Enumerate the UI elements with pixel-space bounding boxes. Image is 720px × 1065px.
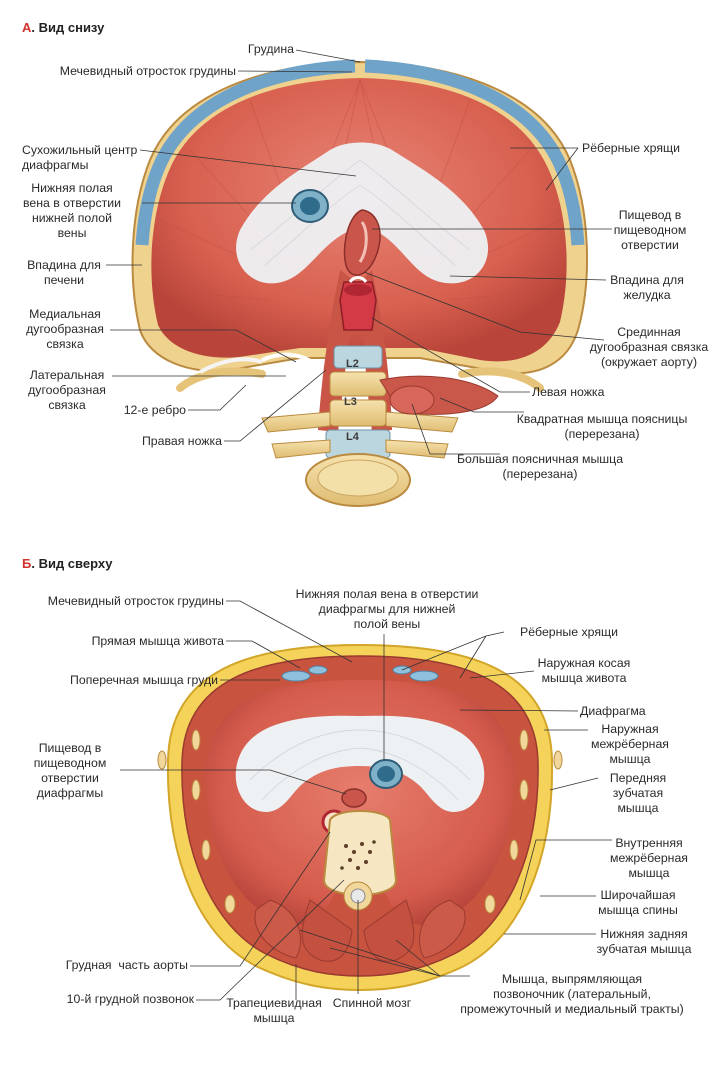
- label-serratus-post-inf: Нижняя задняя зубчатая мышца: [596, 927, 692, 956]
- label-stomach-fossa: Впадина для желудка: [610, 273, 684, 302]
- panel-a-figure: [131, 59, 589, 507]
- label-xiphoid-a: Мечевидный отросток грудины: [59, 64, 236, 78]
- label-transversus-thoracis: Поперечная мышца груди: [70, 673, 218, 687]
- label-vertebra-t10: 10-й грудной позвонок: [66, 992, 194, 1006]
- panel-b-title-text: . Вид сверху: [31, 556, 113, 571]
- label-erector: Мышца, выпрямляющая позвоночник (латерал…: [460, 972, 684, 1016]
- label-quadratus: Квадратная мышца поясницы (перерезана): [516, 412, 688, 441]
- label-right-crus: Правая ножка: [141, 434, 222, 448]
- label-esophagus-b: Пищевод в пищеводном отверстии диафрагмы: [33, 741, 107, 800]
- vertebra-label-l4: L4: [346, 431, 360, 443]
- label-costal-cartilages-b: Рёберные хрящи: [520, 625, 619, 639]
- label-ext-oblique: Наружная косая мышца живота: [537, 656, 631, 685]
- label-rectus: Прямая мышца живота: [91, 634, 224, 648]
- leader-lines: [106, 49, 612, 1001]
- panel-a-title-text: . Вид снизу: [31, 20, 105, 35]
- label-esophagus-a: Пищевод в пищеводном отверстии: [613, 208, 687, 252]
- panel-b-letter: Б: [22, 556, 32, 571]
- label-trapezius: Трапециевидная мышца: [226, 996, 322, 1025]
- label-psoas: Большая поясничная мышца (перерезана): [456, 452, 624, 481]
- label-thoracic-aorta: Грудная часть аорты: [65, 958, 188, 972]
- label-left-crus: Левая ножка: [532, 385, 605, 399]
- label-int-intercostal: Внутренняя межрёберная мышца: [610, 836, 688, 880]
- label-rib12: 12-е ребро: [123, 403, 186, 417]
- panel-b-figure: [157, 643, 563, 992]
- label-lateral-arcuate: Латеральная дугообразная связка: [28, 368, 106, 412]
- panel-a-title: А. Вид снизу: [22, 20, 104, 35]
- label-liver-fossa: Впадина для печени: [27, 258, 101, 287]
- vertebra-label-l3: L3: [344, 396, 357, 408]
- label-latissimus: Широчайшая мышца спины: [598, 888, 678, 917]
- vertebra-label-l2: L2: [346, 358, 359, 370]
- label-serratus-anterior: Передняя зубчатая мышца: [609, 771, 667, 815]
- label-median-arcuate: Срединная дугообразная связка (окружает …: [589, 325, 709, 369]
- panel-a-letter: А: [22, 20, 32, 35]
- label-spinal-cord: Спинной мозг: [332, 996, 412, 1010]
- label-xiphoid-b: Мечевидный отросток грудины: [47, 594, 224, 608]
- label-central-tendon: Сухожильный центр диафрагмы: [22, 143, 138, 172]
- panel-b-title: Б. Вид сверху: [22, 556, 112, 571]
- label-medial-arcuate: Медиальная дугообразная связка: [26, 307, 104, 351]
- label-ivc-a: Нижняя полая вена в отверстии нижней пол…: [22, 181, 122, 240]
- label-costal-cartilages-a: Рёберные хрящи: [582, 141, 681, 155]
- label-sternum: Грудина: [247, 42, 294, 56]
- label-diaphragm: Диафрагма: [580, 704, 646, 718]
- label-ext-intercostal: Наружная межрёберная мышца: [591, 722, 669, 766]
- label-ivc-b: Нижняя полая вена в отверстии диафрагмы …: [295, 587, 479, 631]
